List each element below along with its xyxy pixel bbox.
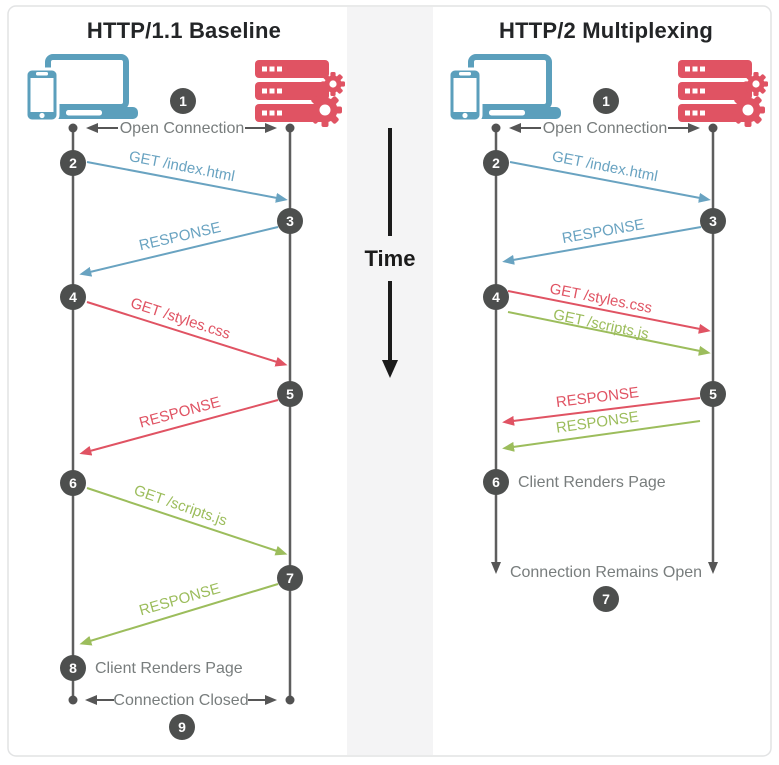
step-number: 6 (492, 474, 500, 490)
step-number: 5 (286, 386, 294, 402)
client-lifeline-bottom-dot (68, 695, 78, 705)
message-arrow-response-styles (79, 399, 279, 456)
step-number: 7 (602, 591, 610, 607)
step-badge (277, 208, 303, 234)
step-number: 1 (179, 93, 187, 109)
time-strip (347, 7, 433, 755)
panel-http2-title: HTTP/2 Multiplexing (499, 18, 713, 43)
step-badge (700, 208, 726, 234)
step-number: 4 (69, 289, 77, 305)
server-lifeline-top-dot (285, 123, 295, 133)
step-number: 1 (602, 93, 610, 109)
step-badge (170, 88, 196, 114)
client-renders-label: Client Renders Page (518, 474, 666, 491)
message-arrow-response-scripts (502, 420, 701, 452)
message-arrow-get-styles (86, 301, 288, 367)
connection-closed-label: Connection Closed (113, 692, 248, 709)
step-badge (700, 381, 726, 407)
step-badge (169, 714, 195, 740)
step-badge (60, 655, 86, 681)
step-number: 4 (492, 289, 500, 305)
step-badge (277, 381, 303, 407)
step-badge (60, 470, 86, 496)
message-arrow-get-styles (507, 290, 711, 334)
client-lifeline-top-dot (491, 123, 501, 133)
step-number: 7 (286, 570, 294, 586)
step-number: 5 (709, 386, 717, 402)
message-arrow-response-scripts (79, 583, 279, 646)
client-renders-label: Client Renders Page (95, 660, 243, 677)
step-number: 3 (286, 213, 294, 229)
step-number: 2 (492, 155, 500, 171)
step-badge (483, 284, 509, 310)
step-number: 9 (178, 719, 186, 735)
time-axis: Time (365, 128, 416, 378)
open-connection-label: Open Connection (543, 120, 668, 137)
message-arrow-get-index (509, 161, 711, 203)
server-lifeline-top-dot (708, 123, 718, 133)
message-arrow-get-index (86, 161, 288, 203)
step-badge (60, 284, 86, 310)
message-arrow-response-styles (502, 397, 701, 426)
message-arrow-get-scripts (86, 487, 288, 556)
open-connection-label: Open Connection (120, 120, 245, 137)
message-arrow-get-scripts (507, 311, 711, 356)
step-badge (277, 565, 303, 591)
step-badge (60, 150, 86, 176)
step-number: 6 (69, 475, 77, 491)
message-arrow-response-index (79, 226, 279, 277)
step-badge (483, 150, 509, 176)
step-badge (593, 586, 619, 612)
panel-http11-title: HTTP/1.1 Baseline (87, 18, 281, 43)
server-lifeline-bottom-dot (285, 695, 295, 705)
step-badge (483, 469, 509, 495)
client-lifeline-top-dot (68, 123, 78, 133)
time-axis-label: Time (365, 246, 416, 271)
step-number: 2 (69, 155, 77, 171)
step-badge (593, 88, 619, 114)
message-arrow-response-index (502, 226, 702, 265)
step-number: 8 (69, 660, 77, 676)
connection-remains-open-label: Connection Remains Open (510, 564, 702, 581)
step-number: 3 (709, 213, 717, 229)
